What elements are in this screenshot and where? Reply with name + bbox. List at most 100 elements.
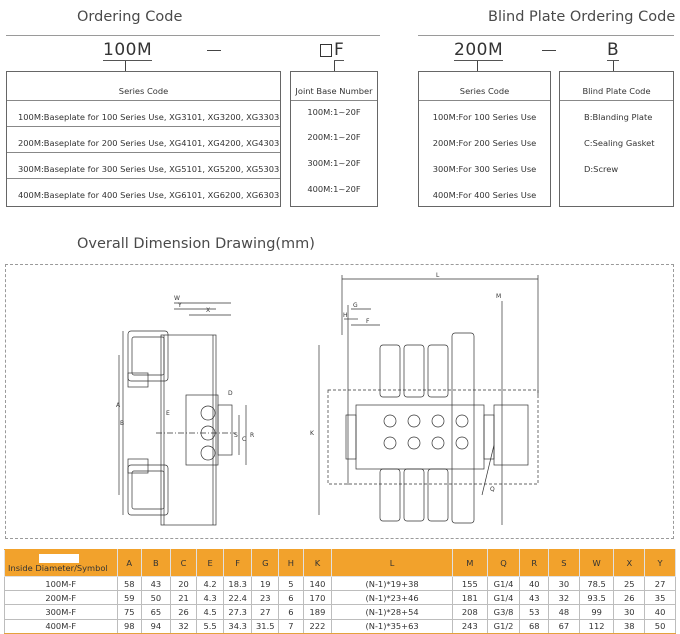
table-cell: 53 <box>519 604 550 620</box>
table-cell: (N-1)*23+46 <box>331 590 453 606</box>
blind-plate-row: D:Screw <box>584 164 619 174</box>
blind-series-row: 100M:For 100 Series Use <box>432 112 537 122</box>
blind-code-connector <box>477 61 478 71</box>
table-cell: 243 <box>451 618 488 634</box>
table-cell: 25 <box>613 575 646 592</box>
table-cell: 6 <box>278 590 304 606</box>
table-cell: 189 <box>302 604 333 620</box>
dim-label-s: S <box>234 432 238 439</box>
dim-label-e: E <box>166 410 170 417</box>
ordering-code-connector <box>125 61 126 71</box>
spec-header-r: R <box>519 549 550 577</box>
table-cell-model: 300M-F <box>4 604 118 620</box>
table-cell: 48 <box>548 604 580 620</box>
table-cell: 78.5 <box>578 575 615 592</box>
ordering-joint-row: 400M:1~20F <box>307 184 361 194</box>
blind-plate-sep-0 <box>560 100 673 101</box>
ordering-joint-row: 300M:1~20F <box>307 158 361 168</box>
table-cell: 40 <box>519 575 550 592</box>
ordering-joint-header: Joint Base Number <box>295 86 373 96</box>
dim-label-w: W <box>174 295 180 302</box>
table-cell: 27.3 <box>222 604 253 620</box>
spec-header-h: H <box>278 549 304 577</box>
dim-label-r: R <box>250 432 254 439</box>
spec-header-y: Y <box>644 549 676 577</box>
table-cell: 59 <box>116 590 143 606</box>
blind-plate-header: Blind Plate Code <box>582 86 651 96</box>
spec-header-w: W <box>578 549 615 577</box>
table-cell: 4.2 <box>196 575 224 592</box>
table-cell: 65 <box>141 604 171 620</box>
ordering-code-suffix: F <box>334 40 345 61</box>
blind-code-main: 200M <box>454 40 504 61</box>
blind-suffix-connector <box>613 61 614 71</box>
ordering-title-rule <box>6 35 380 36</box>
table-cell: 5.5 <box>196 618 224 634</box>
table-cell: 5 <box>278 575 304 592</box>
spec-header-x: X <box>613 549 646 577</box>
table-cell: 22.4 <box>222 590 253 606</box>
blind-title-rule <box>418 35 674 36</box>
table-cell: 50 <box>141 590 171 606</box>
table-cell: 43 <box>519 590 550 606</box>
spec-header-symbol: Inside Diameter/Symbol <box>4 549 118 577</box>
table-cell: 19 <box>251 575 280 592</box>
dim-label-f: F <box>366 318 370 325</box>
spec-header-l: L <box>331 549 453 577</box>
table-cell: 34.3 <box>222 618 253 634</box>
dim-label-x: X <box>206 307 210 314</box>
table-cell: 26 <box>613 590 646 606</box>
dim-label-h: H <box>343 312 348 319</box>
table-cell: 58 <box>116 575 143 592</box>
table-cell: 98 <box>116 618 143 634</box>
ordering-series-sep-1 <box>7 126 280 127</box>
spec-header-q: Q <box>486 549 521 577</box>
table-cell: 38 <box>613 618 646 634</box>
table-cell: 181 <box>451 590 488 606</box>
table-cell: 4.3 <box>196 590 224 606</box>
table-cell: (N-1)*19+38 <box>331 575 453 592</box>
table-cell: 170 <box>302 590 333 606</box>
dim-label-q: Q <box>490 486 495 493</box>
ordering-series-sep-3 <box>7 178 280 179</box>
table-cell: 6 <box>278 604 304 620</box>
dim-label-k: K <box>310 430 315 437</box>
dim-label-g: G <box>353 302 358 309</box>
table-cell: 27 <box>644 575 676 592</box>
ordering-series-box: Series Code 100M:Baseplate for 100 Serie… <box>6 71 281 207</box>
ordering-joint-row: 100M:1~20F <box>307 107 361 117</box>
manifold-envelope <box>327 389 539 485</box>
blind-series-sep-0 <box>419 100 550 101</box>
dim-label-d: D <box>228 390 233 397</box>
table-cell: G1/2 <box>486 618 521 634</box>
table-cell: 99 <box>578 604 615 620</box>
table-cell: 94 <box>141 618 171 634</box>
table-cell: 93.5 <box>578 590 615 606</box>
dim-label-l: L <box>436 272 440 279</box>
spec-header-g: G <box>251 549 280 577</box>
ordering-series-sep-2 <box>7 152 280 153</box>
table-cell-model: 400M-F <box>4 618 118 634</box>
table-cell: G1/4 <box>486 575 521 592</box>
table-cell: 40 <box>644 604 676 620</box>
blind-series-header: Series Code <box>459 86 510 96</box>
blind-series-row: 300M:For 300 Series Use <box>432 164 537 174</box>
spec-header-k: K <box>302 549 333 577</box>
blind-plate-row: C:Sealing Gasket <box>584 138 655 148</box>
manifold-body <box>355 404 485 470</box>
ordering-series-header: Series Code <box>118 86 169 96</box>
table-cell: 32 <box>548 590 580 606</box>
dim-label-a: A <box>116 402 121 409</box>
ordering-code-title: Ordering Code <box>77 9 183 25</box>
table-cell: 23 <box>251 590 280 606</box>
header-redaction-block <box>39 554 79 563</box>
table-cell: 208 <box>451 604 488 620</box>
ordering-joint-sep-0 <box>291 100 377 101</box>
ordering-series-row: 300M:Baseplate for 300 Series Use, XG510… <box>18 164 280 174</box>
spec-header-s: S <box>548 549 580 577</box>
table-cell: 50 <box>644 618 676 634</box>
blind-series-row: 200M:For 200 Series Use <box>432 138 537 148</box>
